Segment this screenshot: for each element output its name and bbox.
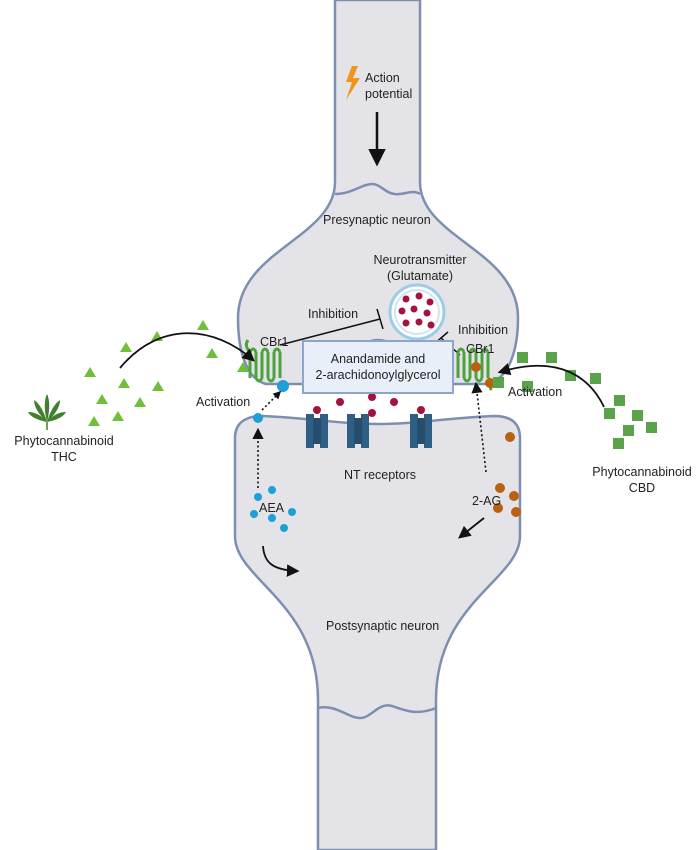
aea-molecules [250, 380, 296, 532]
postsynaptic-constriction [317, 704, 437, 720]
nt-receptors-label: NT receptors [344, 468, 417, 482]
inhibition-right-label: Inhibition [458, 323, 509, 337]
lightning-icon [346, 66, 360, 100]
phytocannabinoid-cbd-label: Phytocannabinoid CBD [592, 465, 692, 495]
inhibition-left-line [279, 308, 384, 346]
activation-right-label: Activation [508, 385, 563, 399]
aea-to-box-arrow [262, 545, 300, 577]
box-line1: Anandamide and [330, 352, 426, 366]
nt-receptor-icon [306, 406, 432, 448]
phytocannabinoid-thc-label: Phytocannabinoid THC [14, 434, 114, 464]
two-ag-label: 2-AG [472, 494, 502, 508]
postsynaptic-neuron [233, 414, 522, 850]
aea-label: AEA [259, 501, 285, 515]
neurotransmitter-label: Neurotransmitter (Glutamate) [373, 253, 467, 283]
activation-left-label: Activation [196, 395, 251, 409]
vesicle-icon [388, 283, 446, 341]
cbd-arrow [497, 363, 605, 408]
two-ag-to-box-arrow [458, 517, 485, 539]
action-potential-label: Action potential [365, 71, 413, 101]
box-line2: 2-arachidonoylglycerol [315, 368, 441, 382]
cbr1-left-label: CBr1 [260, 335, 289, 349]
inhibition-left-label: Inhibition [308, 307, 359, 321]
cbr1-receptor-right-icon [456, 347, 494, 391]
cbd-molecules [493, 352, 657, 449]
thc-arrow [119, 332, 255, 369]
aea-activation-arrow [261, 390, 282, 411]
cannabis-leaf-icon [28, 394, 66, 430]
presynaptic-label: Presynaptic neuron [323, 213, 431, 227]
postsynaptic-label: Postsynaptic neuron [326, 619, 440, 633]
two-ag-dotted-arrow [471, 381, 487, 473]
cbr1-right-label: CBr1 [466, 342, 495, 356]
two-ag-molecules [471, 362, 521, 517]
presynaptic-constriction [334, 182, 421, 196]
endocannabinoid-box: Anandamide and 2-arachidonoylglycerol [302, 340, 454, 394]
